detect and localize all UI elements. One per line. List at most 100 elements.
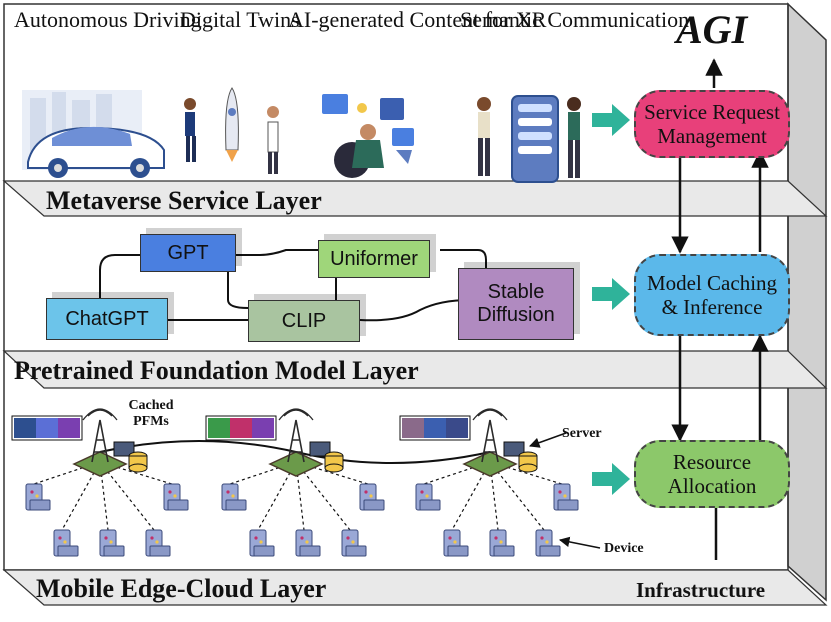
tower-base bbox=[72, 451, 128, 477]
cached-pfm-chip bbox=[36, 418, 58, 438]
device-icon bbox=[539, 545, 561, 557]
device-pointer bbox=[558, 536, 601, 549]
device-label: Device bbox=[604, 541, 644, 556]
agi-label: AGI bbox=[676, 7, 748, 52]
device-icon bbox=[300, 536, 304, 540]
cached-pfm-chip bbox=[402, 418, 424, 438]
cached-pfm-chip bbox=[208, 418, 230, 438]
cached-pfm-chip bbox=[424, 418, 446, 438]
server-icon bbox=[113, 441, 135, 457]
device-icon bbox=[346, 536, 350, 540]
twins-illustration bbox=[184, 87, 279, 174]
device-icon bbox=[558, 490, 562, 494]
model-connectors bbox=[99, 249, 487, 322]
device-icon bbox=[369, 494, 373, 498]
device-icon bbox=[563, 494, 567, 498]
model-caching-inference-node: Model Caching & Inference bbox=[634, 254, 790, 336]
database-icon bbox=[518, 463, 538, 473]
device-icon bbox=[63, 540, 67, 544]
database-icon bbox=[128, 463, 148, 473]
edge-graphics bbox=[11, 408, 579, 557]
signal-icon bbox=[472, 408, 508, 421]
device-icon bbox=[299, 545, 321, 557]
device-icon bbox=[425, 494, 429, 498]
device-icon bbox=[493, 545, 515, 557]
device-icon bbox=[499, 540, 503, 544]
device-icon bbox=[58, 536, 62, 540]
device-link bbox=[295, 461, 351, 531]
device-icon bbox=[557, 499, 579, 511]
metaverse-layer-title: Metaverse Service Layer bbox=[46, 186, 322, 215]
device-icon bbox=[447, 545, 469, 557]
flow-arrows bbox=[671, 58, 769, 560]
device-icon bbox=[540, 536, 544, 540]
resource-allocation-node: Resource Allocation bbox=[634, 440, 790, 508]
cached-pfm-chip bbox=[230, 418, 252, 438]
device-icon bbox=[167, 499, 189, 511]
green-arrows bbox=[592, 104, 630, 495]
cached-pfm-chip bbox=[446, 418, 468, 438]
gpt-model-box: GPT bbox=[140, 234, 236, 272]
label-digital-twins: Digital Twins bbox=[180, 7, 300, 32]
device-link bbox=[99, 461, 155, 531]
side-wall bbox=[787, 2, 827, 602]
device-icon bbox=[155, 540, 159, 544]
device-link bbox=[489, 461, 545, 531]
cached-pfm-chip bbox=[14, 418, 36, 438]
device-icon bbox=[420, 490, 424, 494]
server-icon bbox=[503, 441, 525, 457]
device-icon bbox=[364, 490, 368, 494]
device-icon bbox=[173, 494, 177, 498]
clip-model-box: CLIP bbox=[248, 300, 360, 342]
device-icon bbox=[29, 499, 51, 511]
pfm-layer-title: Pretrained Foundation Model Layer bbox=[14, 356, 419, 385]
device-icon bbox=[545, 540, 549, 544]
signal-icon bbox=[82, 408, 118, 421]
xr-illustration bbox=[322, 94, 414, 178]
server-pointer bbox=[529, 432, 567, 448]
cached-pfm-chip bbox=[58, 418, 80, 438]
label-autonomous-driving: Autonomous Driving bbox=[14, 7, 202, 32]
device-icon bbox=[254, 536, 258, 540]
device-icon bbox=[448, 536, 452, 540]
stable-diffusion-model-box: Stable Diffusion bbox=[458, 268, 574, 340]
device-icon bbox=[453, 540, 457, 544]
edge-layer-title: Mobile Edge-Cloud Layer bbox=[36, 574, 327, 603]
device-icon bbox=[231, 494, 235, 498]
device-icon bbox=[305, 540, 309, 544]
label-aigc-xr: AI-generated Content for XR bbox=[288, 7, 547, 32]
semantic-illustration bbox=[477, 95, 581, 183]
signal-icon bbox=[278, 408, 314, 421]
shelf-pfm bbox=[2, 350, 828, 389]
device-icon bbox=[225, 499, 247, 511]
chatgpt-model-box: ChatGPT bbox=[46, 298, 168, 340]
device-icon bbox=[259, 540, 263, 544]
device-icon bbox=[149, 545, 171, 557]
device-icon bbox=[351, 540, 355, 544]
cell-tower-icon bbox=[287, 419, 305, 463]
device-icon bbox=[253, 545, 275, 557]
database-icon bbox=[324, 463, 344, 473]
device-icon bbox=[150, 536, 154, 540]
device-icon bbox=[57, 545, 79, 557]
server-label: Server bbox=[562, 426, 602, 441]
device-icon bbox=[109, 540, 113, 544]
server-icon bbox=[309, 441, 331, 457]
cell-tower-icon bbox=[481, 419, 499, 463]
device-icon bbox=[103, 545, 125, 557]
label-semantic-communication: Semantic Communication bbox=[460, 7, 690, 32]
device-icon bbox=[345, 545, 367, 557]
shelf-edge bbox=[2, 569, 828, 606]
device-icon bbox=[419, 499, 441, 511]
cached-pfm-chip bbox=[252, 418, 274, 438]
cached-pfms-label: Cached PFMs bbox=[128, 398, 174, 430]
device-icon bbox=[494, 536, 498, 540]
service-request-management-node: Service Request Management bbox=[634, 90, 790, 158]
tower-base bbox=[268, 451, 324, 477]
device-icon bbox=[30, 490, 34, 494]
device-icon bbox=[35, 494, 39, 498]
tower-base bbox=[462, 451, 518, 477]
uniformer-model-box: Uniformer bbox=[318, 240, 430, 278]
